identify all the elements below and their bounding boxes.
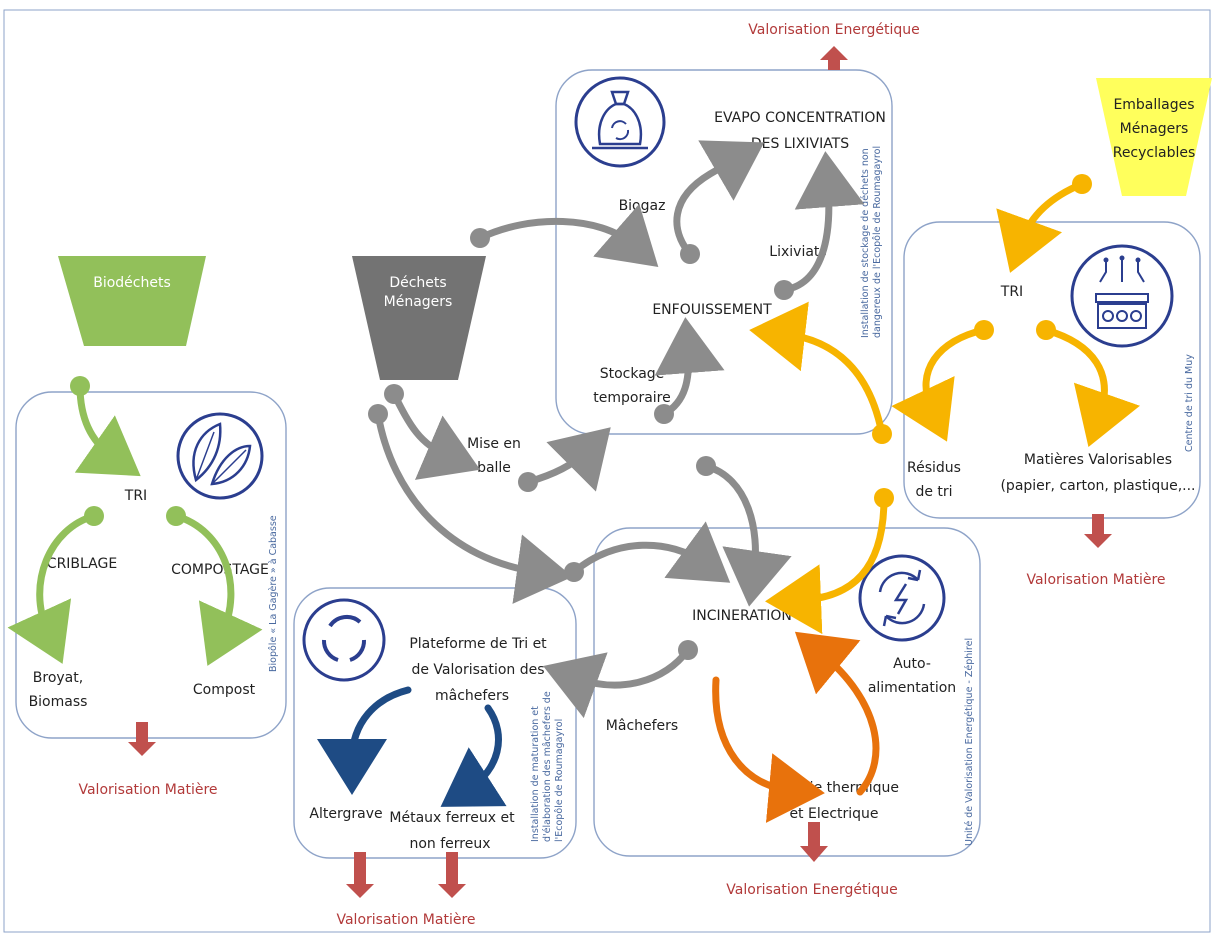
evapo-label-1: EVAPO CONCENTRATION — [714, 110, 886, 126]
grey-flow-dots — [368, 228, 794, 660]
emballages-label-2: Ménagers — [1120, 121, 1189, 137]
auto-label-2: alimentation — [868, 680, 956, 696]
platform-site-label-3: l'Ecopôle de Roumagayrol — [554, 719, 565, 842]
landfill-bag-icon — [574, 76, 666, 168]
compostage-label: COMPOSTAGE — [171, 562, 269, 578]
isdnd-output: Valorisation Energétique — [748, 22, 920, 70]
flow-residus-to-incineration — [765, 494, 888, 635]
flow-auto-alimentation — [794, 631, 880, 796]
uve-output: Valorisation Energétique — [726, 822, 898, 898]
flow-to-residus — [891, 326, 988, 442]
stockage-label-2: temporaire — [593, 390, 670, 406]
yellow-flows — [749, 180, 1140, 635]
leaves-icon — [176, 412, 264, 500]
flow-to-matieres — [1042, 326, 1140, 448]
biopole-output-label: Valorisation Matière — [78, 782, 217, 798]
tri-center-tri-label: TRI — [1000, 284, 1023, 300]
flow-to-incineration-2 — [570, 521, 731, 583]
flow-to-incineration — [374, 410, 573, 604]
biodechets-label: Biodéchets — [93, 275, 171, 291]
platform-title-2: de Valorisation des — [411, 662, 544, 678]
platform-site-label-2: d'élaboration des mâchefers de — [542, 691, 553, 842]
flow-to-metaux — [440, 704, 507, 807]
evapo-label-2: DES LIXIVIATS — [751, 136, 849, 152]
isdnd-site-label-2: dangereux de l'Ecopôle de Roumagayrol — [872, 146, 883, 338]
flow-residus-to-enfouissement — [749, 301, 886, 438]
incineration-label: INCINERATION — [692, 608, 792, 624]
mise-en-balle-label-2: balle — [477, 460, 511, 476]
flow-to-mise-en-balle — [390, 390, 481, 480]
flow-to-enfouissement — [476, 203, 659, 268]
isdnd-site-label-1: Installation de stockage de déchets non — [860, 148, 871, 338]
biogaz-label: Biogaz — [619, 198, 666, 214]
energy-cycle-icon — [858, 554, 946, 642]
tri-center-output: Valorisation Matière — [1026, 514, 1166, 588]
tri-center-output-label: Valorisation Matière — [1026, 572, 1165, 588]
broyat-label-1: Broyat, — [33, 670, 83, 686]
emballages-label-1: Emballages — [1113, 97, 1194, 113]
diagram-frame — [3, 9, 1211, 933]
flow-emballages-to-tri — [996, 180, 1086, 273]
platform-title-3: mâchefers — [435, 688, 509, 704]
tri-center-site-label: Centre de tri du Muy — [1184, 354, 1195, 452]
criblage-label: CRIBLAGE — [47, 556, 117, 572]
stockage-label-1: Stockage — [600, 366, 665, 382]
matieres-label-1: Matières Valorisables — [1024, 452, 1172, 468]
platform-title-1: Plateforme de Tri et — [409, 636, 547, 652]
compost-label: Compost — [193, 682, 256, 698]
emballages-funnel: Emballages Ménagers Recyclables — [1096, 78, 1212, 196]
flow-stockage-to-incineration — [702, 462, 792, 607]
flow-biodechets-to-tri — [74, 382, 141, 477]
flow-compostage — [172, 512, 263, 666]
dechets-menagers-funnel: Déchets Ménagers — [352, 256, 486, 380]
broyat-label-2: Biomass — [29, 694, 88, 710]
uve-output-label: Valorisation Energétique — [726, 882, 897, 898]
flow-to-energie — [712, 676, 825, 823]
biopole-output: Valorisation Matière — [78, 722, 218, 798]
navy-flows — [317, 686, 507, 807]
altergrave-label: Altergrave — [309, 806, 382, 822]
recycle-arrows-icon — [302, 598, 386, 682]
flow-biogaz — [673, 140, 765, 258]
yellow-flow-dots — [872, 174, 1092, 508]
dechets-label-1: Déchets — [389, 275, 446, 291]
metaux-label-2: non ferreux — [409, 836, 490, 852]
matieres-label-2: (papier, carton, plastique,... — [1000, 478, 1195, 494]
platform-output-label: Valorisation Matière — [336, 912, 475, 928]
isdnd-output-label: Valorisation Energétique — [748, 22, 919, 38]
isdnd-box — [555, 69, 893, 435]
dechets-label-2: Ménagers — [384, 294, 453, 310]
uve-site-label: Unité de Valorisation Energétique - Zéph… — [964, 638, 975, 846]
platform-site-label-1: Installation de maturation et — [530, 706, 541, 842]
machefers-label: Mâchefers — [606, 718, 678, 734]
platform-output-metaux — [438, 852, 466, 898]
biopole-site-label: Biopôle « La Gagère » à Cabasse — [268, 515, 279, 672]
biodechets-funnel: Biodéchets — [58, 256, 206, 346]
residus-label-2: de tri — [915, 484, 952, 500]
biopole-tri-label: TRI — [124, 488, 147, 504]
grey-flows — [374, 140, 865, 719]
green-flow-dots — [70, 376, 186, 526]
flow-criblage — [7, 512, 98, 664]
residus-label-1: Résidus — [907, 460, 961, 476]
mise-en-balle-label-1: Mise en — [467, 436, 521, 452]
platform-box — [293, 587, 577, 859]
emballages-label-3: Recyclables — [1113, 145, 1196, 161]
flow-lixiviats — [780, 151, 865, 294]
metaux-label-1: Métaux ferreux et — [389, 810, 515, 826]
enfouissement-label: ENFOUISSEMENT — [652, 302, 772, 318]
platform-output-altergrave — [346, 852, 374, 898]
orange-flows — [712, 631, 880, 823]
biopole-box — [15, 391, 287, 739]
flow-machefers — [543, 646, 692, 719]
flow-to-altergrave — [317, 686, 412, 795]
energie-label-2: et Electrique — [789, 806, 878, 822]
auto-label-1: Auto- — [893, 656, 931, 672]
sorting-machine-icon — [1070, 244, 1174, 348]
lixiviats-label: Lixiviats — [769, 244, 826, 260]
